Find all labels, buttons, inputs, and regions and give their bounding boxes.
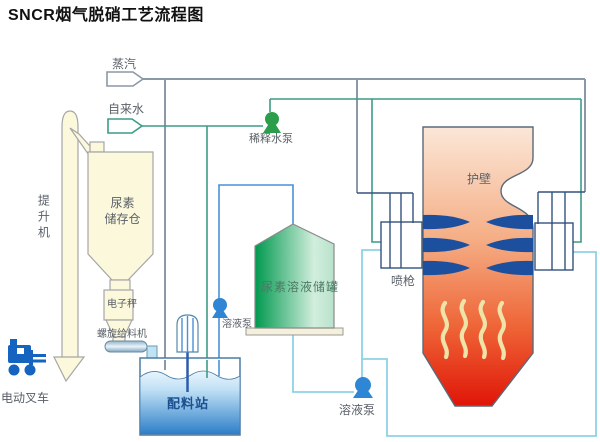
forklift-label: 电动叉车 [1,391,50,405]
urea-solution-storage-tank [245,223,344,336]
screw-feeder-label: 螺旋给料机 [97,329,147,340]
right-spray-manifold [534,191,585,271]
tap-water-label: 自来水 [108,102,145,116]
elevator-label: 提升机 [36,194,51,242]
spray-gun-label: 喷枪 [391,274,416,288]
spray-jet-icons [423,214,533,276]
left-spray-manifold [357,192,423,269]
page-title: SNCR烟气脱硝工艺流程图 [8,7,204,24]
urea-solution-tank-label: 尿素溶液储罐 [261,280,340,294]
urea-storage-silo [87,141,154,292]
steam-arrow-icon [106,71,145,87]
solution-pump-2-label: 溶液泵 [339,403,376,417]
urea-silo-label-line2: 储存仓 [104,212,141,226]
furnace-wall-label: 护壁 [467,172,492,186]
electronic-scale [103,289,134,343]
batching-station-label: 配料站 [167,396,210,411]
furnace [422,126,534,407]
solution-pump-1-label: 溶液泵 [222,319,252,330]
steam-label: 蒸汽 [112,57,137,71]
dilution-pump-label: 稀释水泵 [249,133,293,145]
solution-recirculation-pipes [292,249,597,437]
forklift-icon [8,339,46,376]
electronic-scale-label: 电子秤 [107,299,137,310]
tap-water-pipes [142,98,582,372]
solution-pump-2 [353,377,373,398]
urea-silo-label-line1: 尿素 [110,196,135,210]
batching-station-tank [139,357,241,436]
solution-pump-1 [212,298,228,318]
dilution-water-pump [263,112,281,133]
agitator-mixer [176,314,199,392]
flame-icon [440,298,506,361]
screw-feeder [104,340,158,360]
tap-water-arrow-icon [107,118,144,134]
